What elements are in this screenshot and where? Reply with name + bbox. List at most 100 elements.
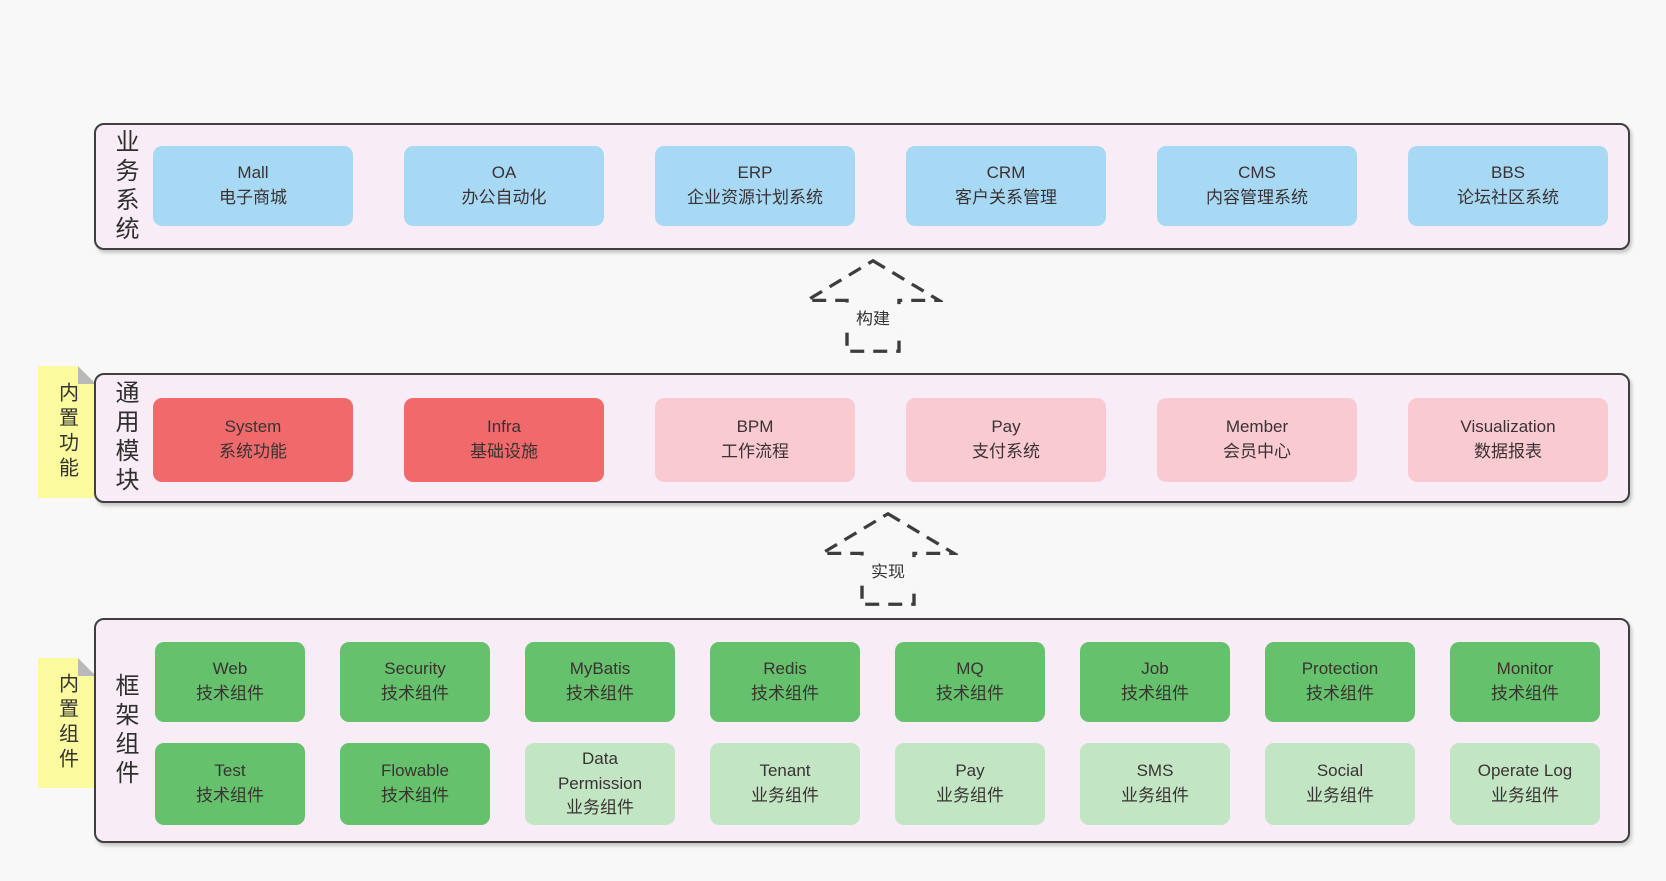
box-security: Security 技术组件 [340, 642, 490, 722]
box-desc: 业务组件 [1121, 786, 1189, 805]
box-desc: 会员中心 [1223, 442, 1291, 461]
box-name: Pay [955, 761, 985, 781]
block-arrow-up-icon [803, 258, 943, 353]
box-pay: Pay 支付系统 [906, 398, 1106, 482]
sticky-note-builtin-features: 内置功能 [38, 366, 96, 498]
band-common-modules: 通用模块 System 系统功能 Infra 基础设施 BPM 工作流程 Pay… [94, 373, 1630, 503]
box-desc: 技术组件 [566, 684, 634, 703]
box-mall: Mall 电子商城 [153, 146, 353, 226]
box-erp: ERP 企业资源计划系统 [655, 146, 855, 226]
box-name: Operate Log [1477, 761, 1573, 781]
framework-components-row-1: Web 技术组件 Security 技术组件 MyBatis 技术组件 Redi… [155, 642, 1600, 722]
box-name: ERP [737, 163, 773, 183]
box-data-permission: Data Permission 业务组件 [525, 743, 675, 825]
box-bpm: BPM 工作流程 [655, 398, 855, 482]
box-desc: 基础设施 [470, 442, 538, 461]
box-pay-component: Pay 业务组件 [895, 743, 1045, 825]
arrow-label: 构建 [856, 309, 890, 327]
box-name: Data Permission [557, 749, 643, 793]
band-title: 框架组件 [111, 672, 138, 789]
box-desc: 工作流程 [721, 442, 789, 461]
box-name: Redis [763, 659, 807, 679]
framework-components-row-2: Test 技术组件 Flowable 技术组件 Data Permission … [155, 743, 1600, 825]
box-infra: Infra 基础设施 [404, 398, 604, 482]
box-name: Flowable [380, 761, 450, 781]
box-desc: 技术组件 [1306, 684, 1374, 703]
box-desc: 技术组件 [381, 786, 449, 805]
box-desc: 电子商城 [219, 188, 287, 207]
arrow-label: 实现 [871, 562, 905, 580]
box-name: SMS [1136, 761, 1174, 781]
box-name: Web [212, 659, 248, 679]
common-modules-row: System 系统功能 Infra 基础设施 BPM 工作流程 Pay 支付系统… [153, 398, 1608, 482]
band-framework-components: 框架组件 Web 技术组件 Security 技术组件 MyBatis 技术组件… [94, 618, 1630, 843]
box-name: Tenant [759, 761, 811, 781]
box-desc: 系统功能 [219, 442, 287, 461]
box-oa: OA 办公自动化 [404, 146, 604, 226]
box-crm: CRM 客户关系管理 [906, 146, 1106, 226]
arrow-build: 构建 [803, 258, 943, 353]
block-arrow-up-icon [818, 511, 958, 606]
box-desc: 企业资源计划系统 [687, 188, 823, 207]
arrow-label-bg [860, 557, 916, 586]
box-test: Test 技术组件 [155, 743, 305, 825]
box-name: OA [491, 163, 517, 183]
sticky-label: 内置功能 [55, 382, 78, 482]
box-name: Security [384, 659, 446, 679]
arrow-implement: 实现 [818, 511, 958, 606]
box-visualization: Visualization 数据报表 [1408, 398, 1608, 482]
arrow-label-bg [845, 304, 901, 333]
box-desc: 技术组件 [381, 684, 449, 703]
box-system: System 系统功能 [153, 398, 353, 482]
box-member: Member 会员中心 [1157, 398, 1357, 482]
box-protection: Protection 技术组件 [1265, 642, 1415, 722]
box-monitor: Monitor 技术组件 [1450, 642, 1600, 722]
box-name: Monitor [1496, 659, 1554, 679]
box-name: MyBatis [569, 659, 631, 679]
band-title: 业务系统 [111, 128, 138, 245]
box-name: CRM [986, 163, 1026, 183]
box-name: Pay [991, 417, 1021, 437]
sticky-label: 内置组件 [55, 673, 78, 773]
box-mq: MQ 技术组件 [895, 642, 1045, 722]
box-name: Protection [1301, 659, 1379, 679]
box-mybatis: MyBatis 技术组件 [525, 642, 675, 722]
box-desc: 技术组件 [936, 684, 1004, 703]
box-social: Social 业务组件 [1265, 743, 1415, 825]
box-desc: 技术组件 [751, 684, 819, 703]
box-desc: 内容管理系统 [1206, 188, 1308, 207]
box-desc: 支付系统 [972, 442, 1040, 461]
box-cms: CMS 内容管理系统 [1157, 146, 1357, 226]
box-desc: 技术组件 [196, 786, 264, 805]
box-bbs: BBS 论坛社区系统 [1408, 146, 1608, 226]
box-desc: 业务组件 [1306, 786, 1374, 805]
box-name: Member [1225, 417, 1289, 437]
box-desc: 数据报表 [1474, 442, 1542, 461]
box-name: Test [214, 761, 246, 781]
box-tenant: Tenant 业务组件 [710, 743, 860, 825]
business-systems-row: Mall 电子商城 OA 办公自动化 ERP 企业资源计划系统 CRM 客户关系… [153, 146, 1608, 226]
box-flowable: Flowable 技术组件 [340, 743, 490, 825]
box-redis: Redis 技术组件 [710, 642, 860, 722]
box-desc: 业务组件 [1491, 786, 1559, 805]
band-title: 通用模块 [111, 380, 138, 496]
box-desc: 业务组件 [936, 786, 1004, 805]
box-desc: 技术组件 [196, 684, 264, 703]
box-desc: 技术组件 [1491, 684, 1559, 703]
box-web: Web 技术组件 [155, 642, 305, 722]
box-name: MQ [956, 659, 984, 679]
box-name: Social [1316, 761, 1364, 781]
box-name: BPM [736, 417, 774, 437]
box-name: Infra [486, 417, 522, 437]
box-desc: 办公自动化 [461, 188, 547, 207]
box-operate-log: Operate Log 业务组件 [1450, 743, 1600, 825]
box-name: BBS [1490, 163, 1526, 183]
box-desc: 论坛社区系统 [1457, 188, 1559, 207]
box-desc: 客户关系管理 [955, 188, 1057, 207]
box-desc: 业务组件 [566, 798, 634, 818]
box-name: Mall [237, 163, 269, 183]
box-desc: 技术组件 [1121, 684, 1189, 703]
box-name: CMS [1238, 163, 1276, 183]
sticky-note-builtin-components: 内置组件 [38, 658, 96, 788]
